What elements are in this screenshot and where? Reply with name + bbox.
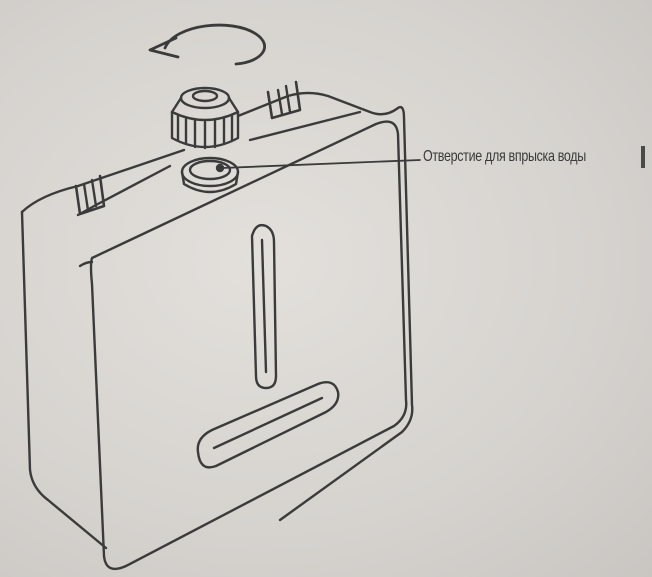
filler-cap	[172, 88, 238, 148]
water-tank	[22, 82, 412, 569]
edge-mark	[641, 146, 645, 168]
rotation-arrow-icon	[150, 25, 265, 64]
fill-opening	[182, 158, 238, 192]
callout-leader-line	[222, 160, 420, 168]
water-injection-hole-label: Отверстие для впрыска воды	[423, 148, 586, 166]
